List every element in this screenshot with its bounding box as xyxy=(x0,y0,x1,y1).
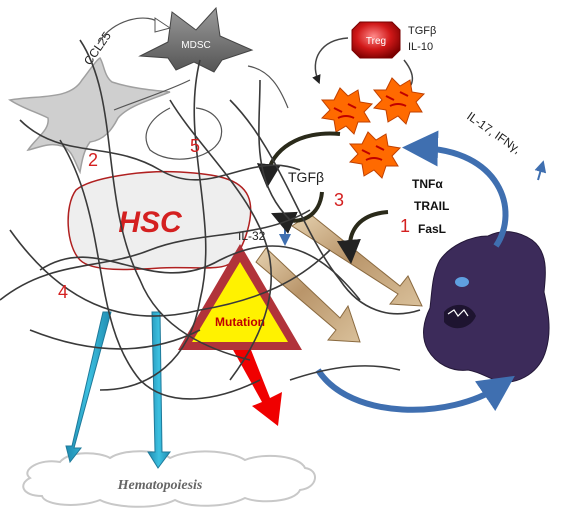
th17-cytokines-label: IL-17, IFNγ, xyxy=(464,109,523,156)
tnfa-label: TNFα xyxy=(412,177,443,191)
step-number-5: 5 xyxy=(190,136,200,156)
activated-t-cell-2 xyxy=(372,77,426,125)
mutation-triangle xyxy=(178,244,302,350)
th17-up-arrow xyxy=(534,160,547,181)
treg-cytokine-tgfb: TGFβ xyxy=(408,25,436,37)
activated-t-cell-1 xyxy=(320,87,374,135)
mutation-label: Mutation xyxy=(215,315,265,329)
paper-arrow-2 xyxy=(255,247,361,343)
hsc-label: HSC xyxy=(118,206,183,239)
mdsc-label: MDSC xyxy=(181,40,210,51)
tgfb-center-label: TGFβ xyxy=(288,169,324,185)
tgfb-curved-arrows xyxy=(256,131,389,264)
hematopoiesis-arrow-right xyxy=(147,311,171,469)
hematopoiesis-cloud xyxy=(22,450,316,508)
treg-label: Treg xyxy=(366,36,386,47)
treg-cell-icon xyxy=(351,21,401,59)
hematopoiesis-arrow-left xyxy=(65,311,112,464)
hematopoiesis-label: Hematopoiesis xyxy=(117,478,203,493)
trail-label: TRAIL xyxy=(414,199,449,213)
step-number-1: 1 xyxy=(400,216,410,236)
step-number-2: 2 xyxy=(88,150,98,170)
mdsc-hollow-arrowhead xyxy=(154,17,172,33)
fasl-label: FasL xyxy=(418,222,446,236)
tangled-network-lines xyxy=(0,39,421,400)
step-number-3: 3 xyxy=(334,190,344,210)
il32-label: IL-32 xyxy=(238,229,266,243)
stromal-cell-shape xyxy=(8,57,171,175)
activated-t-cell-3 xyxy=(348,131,402,179)
blue-feedback-arrow-right xyxy=(402,130,509,248)
blue-feedback-arrow-bottom xyxy=(315,368,515,413)
tumor-monster-icon xyxy=(423,231,550,383)
treg-cytokine-il10: IL-10 xyxy=(408,41,433,53)
step-number-4: 4 xyxy=(58,282,68,302)
mdsc-cell-shape xyxy=(138,6,254,73)
